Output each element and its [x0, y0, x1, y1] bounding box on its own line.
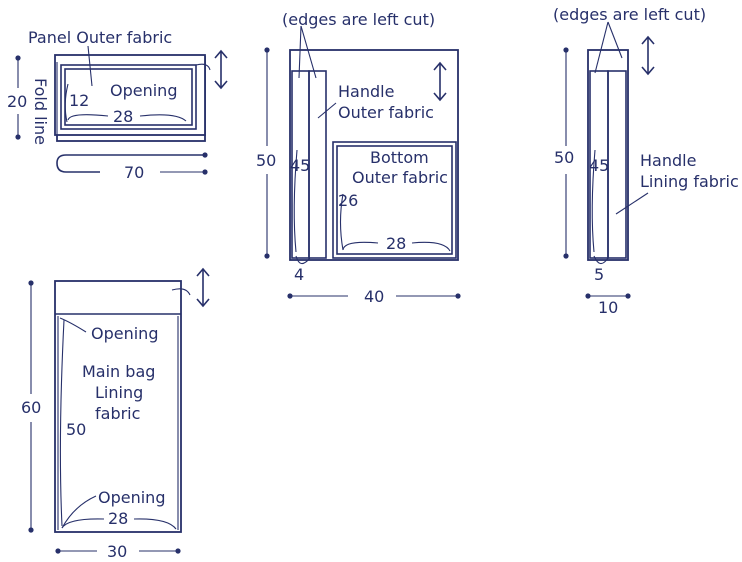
- main-lining-label-line3: fabric: [95, 404, 140, 423]
- panel-fold-label: Fold line: [31, 78, 50, 145]
- handle-outer-leader-1: [298, 25, 302, 79]
- handle-outer-width-dot-left: [287, 293, 293, 299]
- handle-outer-leader-2: [300, 25, 317, 79]
- main-lining-opening-top: Opening: [91, 324, 158, 343]
- bottom-width-curve-left: [342, 241, 379, 251]
- main-lining-height-value: 60: [21, 398, 41, 417]
- handle-lining-height-dot-top: [563, 47, 569, 53]
- bottom-width-value: 28: [386, 234, 406, 253]
- handle-lining-width-value: 10: [598, 298, 618, 317]
- handle-lining-strip-width-value: 5: [594, 265, 604, 284]
- main-lining-opening-bottom: Opening: [98, 488, 165, 507]
- panel-height-dot-bottom: [15, 134, 21, 140]
- main-lining-width-dot-left: [55, 548, 61, 554]
- panel-label-leader: [87, 45, 93, 87]
- handle-lining-leader-1: [594, 21, 609, 74]
- panel-title: Panel Outer fabric: [28, 28, 172, 47]
- bottom-height-value: 26: [338, 191, 358, 210]
- handle-lining-strip-length-value: 45: [589, 156, 609, 175]
- bottom-label-line2: Outer fabric: [352, 168, 448, 187]
- handle-lining-leader-2: [607, 21, 623, 59]
- panel-window-inner: [64, 68, 193, 126]
- panel-inner-height-value: 12: [69, 91, 89, 110]
- main-lining-width-value: 30: [107, 542, 127, 561]
- panel-outer-fabric-piece: Panel Outer fabric Fold line Opening 20 …: [7, 28, 228, 182]
- main-lining-inner-height-value: 50: [66, 420, 86, 439]
- handle-outer-strip-width-value: 4: [294, 265, 304, 284]
- bottom-label-line1: Bottom: [370, 148, 429, 167]
- handle-outer-height-dot-top: [264, 47, 270, 53]
- main-bag-lining-piece: Opening Main bag Lining fabric 50 Openin…: [21, 267, 210, 561]
- main-lining-height-dot-top: [28, 280, 34, 286]
- main-lining-edge-curl: [171, 288, 191, 296]
- handle-lining-label-leader: [615, 192, 649, 215]
- panel-height-value: 20: [7, 92, 27, 111]
- handle-lining-height-value: 50: [554, 148, 574, 167]
- handle-outer-sheet: [289, 49, 459, 261]
- handle-lining-label-line2: Lining fabric: [640, 172, 739, 191]
- panel-fold-dot: [202, 152, 208, 158]
- main-lining-height-dot-bottom: [28, 527, 34, 533]
- handle-lining-strip-right: [607, 70, 627, 259]
- handle-outer-length-curve: [293, 149, 298, 253]
- main-lining-opening-bottom-curve: [61, 495, 97, 529]
- main-lining-opening-top-curve: [59, 317, 87, 333]
- handle-outer-strip-curve: [295, 255, 311, 265]
- handle-lining-strip-curve: [593, 255, 609, 265]
- handle-outer-arrow-bottom: [433, 92, 447, 102]
- main-lining-height-curve: [59, 319, 65, 527]
- handle-outer-label-line2: Outer fabric: [338, 103, 434, 122]
- bottom-outer-fabric-piece: Bottom Outer fabric 26 28: [332, 141, 457, 259]
- main-lining-width-curve-right: [133, 518, 177, 530]
- panel-inner-width-curve-left: [67, 114, 109, 121]
- panel-arrow-head-bottom: [214, 80, 228, 90]
- main-lining-width-curve-left: [61, 518, 105, 529]
- main-lining-label-line1: Main bag: [82, 362, 155, 381]
- panel-height-dot-top: [15, 55, 21, 61]
- panel-edge-curl: [195, 63, 211, 71]
- main-lining-arrow-top: [196, 267, 210, 277]
- handle-outer-label-leader: [317, 102, 337, 119]
- main-lining-width-dot-right: [175, 548, 181, 554]
- panel-arrow-head-top: [214, 49, 228, 59]
- handle-outer-strip-right: [308, 70, 327, 259]
- handle-outer-width-dot-right: [455, 293, 461, 299]
- bottom-width-curve-right: [411, 241, 451, 252]
- handle-lining-arrow-top: [641, 35, 655, 45]
- handle-lining-height-dot-bottom: [563, 253, 569, 259]
- panel-fold-bottom-curve: [56, 154, 205, 173]
- panel-inner-width-value: 28: [113, 107, 133, 126]
- main-lining-arrow-bottom: [196, 298, 210, 308]
- handle-lining-label-line1: Handle: [640, 151, 696, 170]
- handle-outer-edges-note: (edges are left cut): [282, 10, 435, 29]
- handle-outer-label-line1: Handle: [338, 82, 394, 101]
- panel-inner-width-curve-right: [139, 114, 187, 122]
- handle-outer-strip-length-value: 45: [290, 156, 310, 175]
- panel-width-value: 70: [124, 163, 144, 182]
- handle-outer-height-dot-bottom: [264, 253, 270, 259]
- handle-lining-width-dot-left: [585, 293, 591, 299]
- handle-lining-width-dot-right: [625, 293, 631, 299]
- panel-window-outer: [60, 64, 197, 130]
- handle-outer-arrow-top: [433, 61, 447, 71]
- bottom-height-curve: [339, 193, 344, 251]
- handle-lining-length-curve: [591, 149, 596, 253]
- main-lining-label-line2: Lining: [95, 383, 143, 402]
- handle-lining-edges-note: (edges are left cut): [553, 5, 706, 24]
- bottom-outer-square: [332, 141, 457, 259]
- handle-lining-fabric-piece: (edges are left cut) Handle Lining fabri…: [553, 5, 739, 317]
- panel-opening-label: Opening: [110, 81, 177, 100]
- handle-lining-arrow-bottom: [641, 66, 655, 76]
- handle-outer-fabric-piece: (edges are left cut) Handle Outer fabric…: [256, 10, 461, 306]
- handle-outer-height-value: 50: [256, 151, 276, 170]
- panel-width-dot-right: [202, 169, 208, 175]
- panel-inner-height-curve: [64, 83, 69, 123]
- handle-outer-width-value: 40: [364, 287, 384, 306]
- main-lining-inner-width-value: 28: [108, 509, 128, 528]
- bottom-outer-square-inner: [336, 145, 453, 255]
- main-lining-sheet: [54, 280, 182, 533]
